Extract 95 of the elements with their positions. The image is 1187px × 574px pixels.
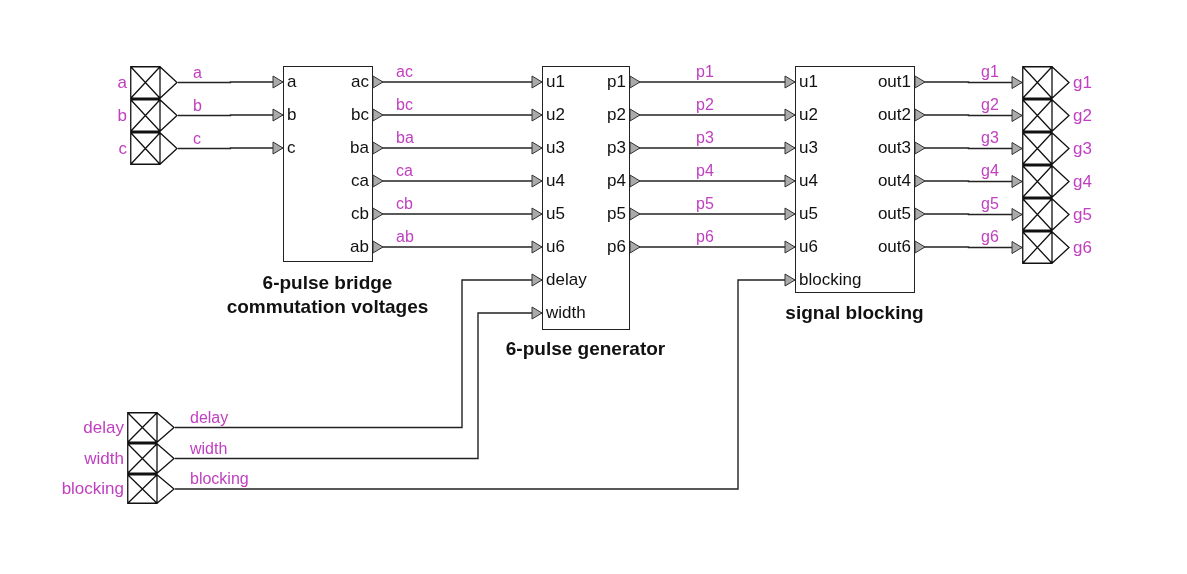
signal-wire: [629, 108, 796, 122]
block-caption: 6-pulse generator: [504, 337, 667, 361]
pin-label: u3: [546, 137, 565, 158]
pin-label: p3: [607, 137, 626, 158]
pin-label: ab: [350, 236, 369, 257]
pin-label: u3: [799, 137, 818, 158]
signal-wire: [914, 108, 1023, 122]
wire-label: ba: [395, 129, 415, 146]
port-label: g3: [1073, 138, 1092, 159]
wire-label: blocking: [189, 470, 250, 487]
pin-label: a: [287, 71, 297, 92]
signal-wire: [174, 273, 796, 490]
pin-label: blocking: [799, 269, 862, 290]
port-label: g4: [1073, 171, 1092, 192]
pin-label: u2: [546, 104, 565, 125]
pin-label: u5: [546, 203, 565, 224]
signal-wire: [914, 240, 1023, 254]
wire-label: g2: [980, 96, 1000, 113]
block-caption: signal blocking: [784, 301, 925, 325]
wire-label: cb: [395, 195, 414, 212]
port-label: width: [84, 448, 124, 469]
port-label: delay: [83, 417, 124, 438]
port-label: blocking: [61, 479, 124, 499]
wire-label: width: [189, 439, 229, 457]
signal-wire: [372, 141, 543, 155]
pin-label: u5: [799, 203, 818, 224]
pin-label: width: [546, 302, 586, 323]
wire-label: p6: [695, 228, 715, 245]
pin-label: b: [287, 104, 297, 125]
wire-label: p5: [695, 195, 715, 212]
pin-label: u1: [799, 71, 818, 92]
signal-wire: [174, 273, 543, 429]
pin-label: p6: [607, 236, 626, 257]
pin-label: p4: [607, 170, 626, 191]
pin-label: out1: [877, 71, 911, 92]
signal-wire: [372, 207, 543, 221]
port-label: c: [118, 138, 127, 159]
signal-wire: [914, 141, 1023, 155]
port-label: b: [117, 105, 127, 126]
pin-label: out5: [877, 203, 911, 224]
wire-label: g6: [980, 228, 1000, 245]
pin-label: ba: [350, 137, 369, 158]
signal-wire: [629, 141, 796, 155]
signal-wire: [372, 75, 543, 89]
wire-label: bc: [395, 96, 414, 113]
port-label: a: [117, 72, 127, 93]
pin-label: u2: [799, 104, 818, 125]
port-label: g1: [1073, 72, 1092, 93]
wire-label: p1: [695, 63, 715, 80]
pin-label: out2: [877, 104, 911, 125]
wire-label: p3: [695, 129, 715, 146]
pin-label: delay: [546, 269, 587, 290]
port-label: g2: [1073, 105, 1092, 126]
signal-wire: [914, 207, 1023, 221]
wire-label: p2: [695, 96, 715, 113]
signal-wire: [629, 207, 796, 221]
pin-label: u6: [546, 236, 565, 257]
signal-wire: [372, 174, 543, 188]
pin-label: ac: [351, 71, 369, 92]
signal-wire: [177, 141, 284, 155]
block-caption: 6-pulse bridge commutation voltages: [225, 271, 430, 319]
signal-wire: [174, 306, 543, 460]
pin-label: u1: [546, 71, 565, 92]
wire-label: g3: [980, 129, 1000, 146]
wire-label: ab: [395, 228, 415, 245]
wire-label: b: [192, 96, 203, 114]
pin-label: out3: [877, 137, 911, 158]
port-label: g5: [1073, 204, 1092, 225]
wire-label: g1: [980, 63, 1000, 80]
wire-label: g5: [980, 195, 1000, 212]
pin-label: p1: [607, 71, 626, 92]
signal-wire: [914, 174, 1023, 188]
pin-label: p2: [607, 104, 626, 125]
pin-label: bc: [351, 104, 369, 125]
pin-label: u4: [546, 170, 565, 191]
wire-label: p4: [695, 162, 715, 179]
signal-wire: [914, 75, 1023, 89]
signal-wire: [629, 240, 796, 254]
port-label: g6: [1073, 237, 1092, 258]
signal-wire: [177, 108, 284, 122]
signal-wire: [629, 75, 796, 89]
pin-label: out4: [877, 170, 911, 191]
signal-wire: [629, 174, 796, 188]
signal-wire: [177, 75, 284, 89]
wire-label: g4: [980, 162, 1000, 179]
pin-label: c: [287, 137, 296, 158]
signal-wire: [372, 240, 543, 254]
pin-label: out6: [877, 236, 911, 257]
pin-label: p5: [607, 203, 626, 224]
pin-label: ca: [351, 170, 369, 191]
wire-label: delay: [189, 408, 230, 426]
pin-label: u4: [799, 170, 818, 191]
signal-wire: [372, 108, 543, 122]
pin-label: u6: [799, 236, 818, 257]
pin-label: cb: [351, 203, 369, 224]
